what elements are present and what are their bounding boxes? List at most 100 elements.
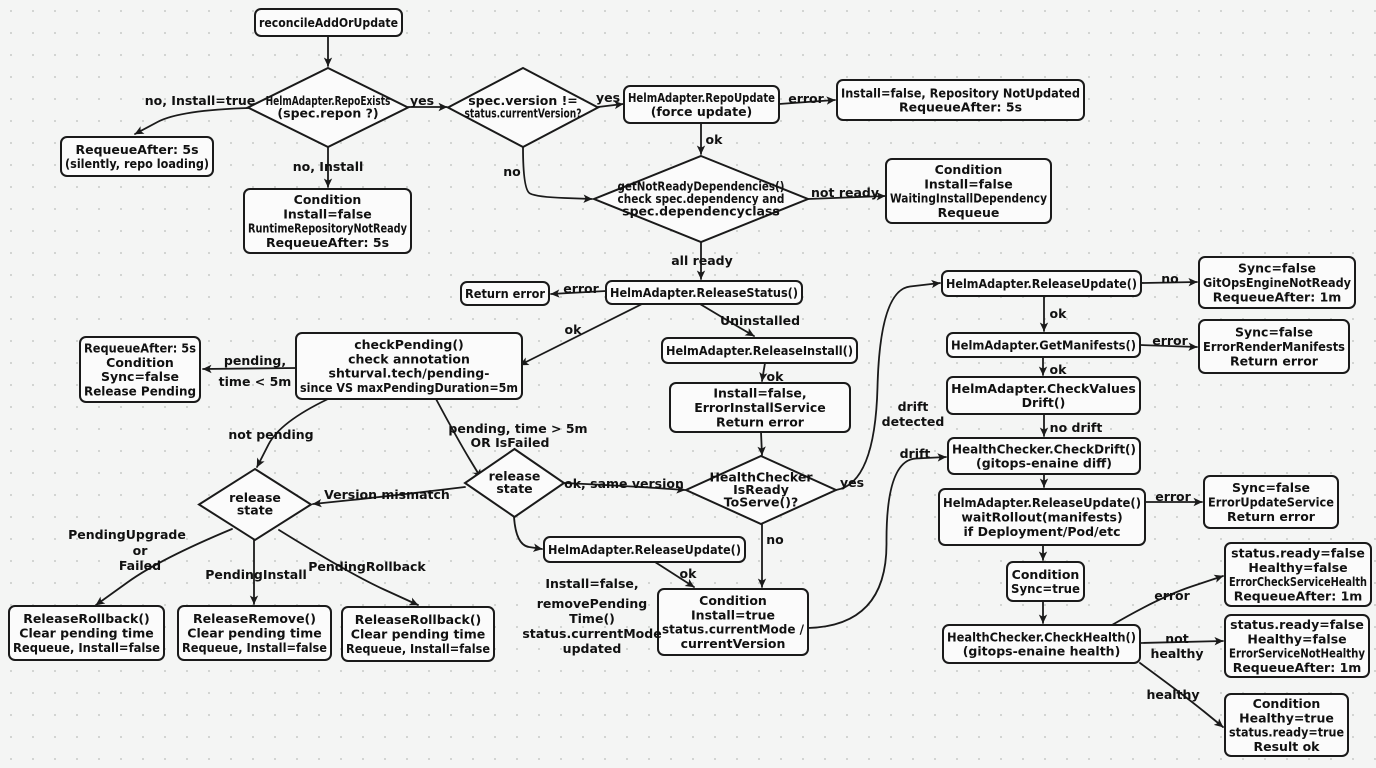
node-text: RequeueAfter: 1m	[1213, 289, 1342, 304]
node-repo-exists: HelmAdapter.RepoExists(spec.repon ?)	[245, 66, 411, 149]
node-text: Install=false	[283, 206, 372, 221]
edge-label: no	[503, 164, 521, 179]
edge-label: detected	[882, 414, 945, 429]
node-release-update-wait: HelmAdapter.ReleaseUpdate()waitRollout(m…	[938, 488, 1146, 546]
node-text: Condition	[106, 355, 174, 370]
node-repo-update: HelmAdapter.RepoUpdate(force update)	[623, 85, 780, 124]
node-text: Condition	[935, 162, 1003, 177]
node-text: Clear pending time	[187, 626, 321, 641]
decision-diamond	[683, 454, 839, 526]
node-text: Requeue, Install=false	[182, 640, 327, 655]
edge-check_health-to-health_not_healthy	[1139, 637, 1224, 646]
edge-label: drift	[900, 446, 931, 461]
node-check-health: HealthChecker.CheckHealth()(gitops-enain…	[942, 624, 1141, 664]
edge-check_pending-to-release_state_1	[256, 398, 329, 468]
node-text: (spec.repon ?)	[277, 106, 378, 121]
node-text: Condition	[294, 192, 362, 207]
node-install-error: Install=false,ErrorInstallServiceReturn …	[669, 382, 851, 433]
node-text: HelmAdapter.CheckValues	[951, 381, 1136, 396]
edge-deps-to-waiting_dep	[807, 192, 886, 201]
edge-release_state_1-to-rollback_1	[95, 528, 233, 606]
node-release-update-mid: HelmAdapter.ReleaseUpdate()	[543, 536, 746, 563]
node-text: Result ok	[1254, 739, 1321, 754]
process-box	[243, 188, 412, 254]
node-text: Return error	[465, 286, 546, 301]
node-text: (force update)	[651, 104, 753, 119]
node-text: Install=false	[924, 176, 1013, 191]
edge-label: Time()	[569, 611, 615, 626]
node-text: Sync=false	[1238, 261, 1316, 276]
node-text: release	[229, 490, 281, 505]
node-text: HelmAdapter.ReleaseStatus()	[610, 285, 798, 300]
node-text: spec.version !=	[468, 93, 578, 108]
node-text: Condition	[1253, 696, 1321, 711]
node-waiting-dep: ConditionInstall=falseWaitingInstallDepe…	[885, 158, 1052, 224]
node-text: RequeueAfter: 1m	[1234, 589, 1363, 604]
process-box	[1224, 693, 1349, 757]
edge-get_manifests-to-render_error	[1139, 342, 1198, 351]
node-text: GitOpsEngineNotReady	[1203, 275, 1351, 290]
node-text: HelmAdapter.GetManifests()	[951, 338, 1136, 353]
node-text: check spec.dependency and	[618, 191, 785, 206]
node-text: Clear pending time	[19, 626, 153, 641]
node-health-ok: ConditionHealthy=truestatus.ready=trueRe…	[1224, 693, 1349, 757]
node-text: IsReady	[733, 482, 789, 497]
edge-release_state_1-to-rollback_2	[278, 529, 419, 606]
node-text: (silently, repo loading)	[65, 156, 209, 171]
node-text: RequeueAfter: 5s	[75, 142, 198, 157]
edge-label: status.currentMode	[522, 626, 661, 641]
node-requeue-5s: RequeueAfter: 5s(silently, repo loading)	[60, 136, 214, 177]
node-text: Sync=false	[1235, 325, 1313, 340]
node-get-manifests: HelmAdapter.GetManifests()	[946, 332, 1141, 358]
node-text: Drift()	[1022, 395, 1066, 410]
edge-label: ok	[767, 369, 785, 384]
node-text: Condition	[699, 593, 767, 608]
node-text: Condition	[1012, 567, 1080, 582]
edge-label: no, Install	[293, 159, 364, 174]
edge-label: ok	[706, 132, 724, 147]
node-text: Install=true	[691, 607, 775, 622]
node-check-pending: checkPending()check annotationshturval.t…	[295, 332, 523, 400]
node-text: Healthy=false	[1247, 631, 1346, 646]
node-text: reconcileAddOrUpdate	[259, 15, 398, 30]
edge-label: not	[1165, 631, 1188, 646]
edge-label: error	[1154, 588, 1190, 603]
process-box	[79, 336, 201, 403]
node-text: HealthChecker.CheckDrift()	[952, 441, 1136, 456]
process-box	[543, 536, 746, 563]
node-release-install: HelmAdapter.ReleaseInstall()	[661, 337, 858, 364]
process-box	[295, 332, 523, 400]
node-text: RequeueAfter: 5s	[84, 340, 196, 355]
node-text: Requeue, Install=false	[13, 640, 160, 655]
node-text: HealthChecker.CheckHealth()	[947, 629, 1136, 644]
process-box	[8, 605, 165, 661]
node-release-update-top: HelmAdapter.ReleaseUpdate()	[941, 270, 1142, 297]
edge-label: no, Install=true	[145, 93, 256, 108]
node-text: ErrorRenderManifests	[1203, 339, 1345, 354]
process-box	[1198, 319, 1350, 374]
edge-label: OR IsFailed	[471, 435, 550, 450]
edge-label: Failed	[119, 558, 161, 573]
node-text: HelmAdapter.ReleaseUpdate()	[548, 542, 741, 557]
node-text: HelmAdapter.ReleaseUpdate()	[943, 495, 1141, 510]
node-repo-not-updated: Install=false, Repository NotUpdatedRequ…	[836, 79, 1085, 121]
decision-diamond	[445, 66, 601, 149]
edge-health_ready-to-release_update_top	[835, 279, 941, 491]
node-text: HealthChecker	[709, 469, 813, 484]
node-text: (gitops-enaine health)	[963, 644, 1121, 659]
process-box	[946, 376, 1141, 415]
edge-label: no	[1161, 271, 1179, 286]
edge-label: drift	[898, 399, 929, 414]
process-box	[1203, 475, 1339, 529]
edge-label: no drift	[1050, 420, 1103, 435]
edge-label: yes	[840, 475, 864, 490]
node-health-error: status.ready=falseHealthy=falseErrorChec…	[1224, 542, 1372, 607]
node-text: RequeueAfter: 5s	[899, 100, 1022, 115]
node-text: checkPending()	[354, 337, 464, 352]
process-box	[836, 79, 1085, 121]
process-box	[1198, 256, 1356, 309]
